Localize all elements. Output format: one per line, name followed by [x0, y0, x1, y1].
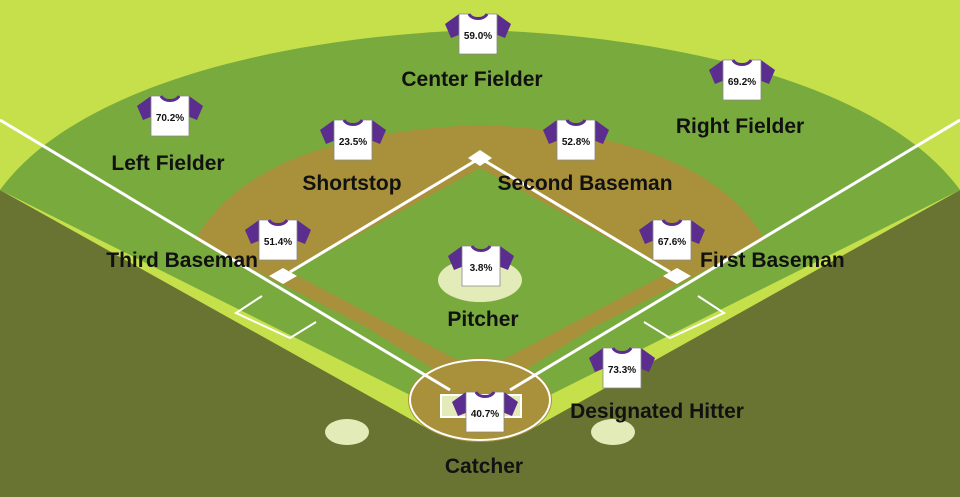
- position-label-center-fielder: Center Fielder: [401, 68, 542, 91]
- jersey-left-sleeve: [245, 220, 261, 244]
- position-label-pitcher: Pitcher: [447, 308, 518, 331]
- jersey-collar: [661, 219, 683, 226]
- jersey-left-sleeve: [589, 348, 605, 372]
- percent-label: 59.0%: [464, 31, 492, 42]
- jersey-right-sleeve: [295, 220, 311, 244]
- percent-label: 52.8%: [562, 137, 590, 148]
- first-base: [663, 268, 691, 284]
- position-label-left-fielder: Left Fielder: [111, 152, 224, 175]
- on-deck-circle-left: [325, 419, 369, 445]
- jersey-right-sleeve: [498, 246, 514, 270]
- jersey-right-sleeve: [495, 14, 511, 38]
- line-third-to-second: [289, 156, 481, 274]
- position-label-first-baseman: First Baseman: [700, 249, 845, 272]
- jersey-second-baseman: 52.8%: [543, 119, 609, 161]
- baseline-right: [472, 270, 685, 392]
- left-foul-line: [0, 118, 451, 392]
- jersey-collar: [611, 347, 633, 354]
- home-plate-circle: [409, 359, 551, 441]
- percent-label: 73.3%: [608, 365, 636, 376]
- jersey-collar: [565, 119, 587, 126]
- jersey-center-fielder: 59.0%: [445, 13, 511, 55]
- percent-label: 23.5%: [339, 137, 367, 148]
- jersey-left-sleeve: [452, 392, 468, 416]
- jersey-right-sleeve: [502, 392, 518, 416]
- jersey-right-sleeve: [689, 220, 705, 244]
- jersey-left-sleeve: [137, 96, 153, 120]
- position-label-second-baseman: Second Baseman: [497, 172, 672, 195]
- left-wall: [0, 190, 430, 497]
- baseline-left: [275, 270, 488, 392]
- position-label-shortstop: Shortstop: [302, 172, 401, 195]
- jersey-right-sleeve: [187, 96, 203, 120]
- jersey-collar: [159, 95, 181, 102]
- bottom-wall: [430, 430, 530, 497]
- jersey-first-baseman: 67.6%: [639, 219, 705, 261]
- percent-label: 67.6%: [658, 237, 686, 248]
- percent-label: 40.7%: [471, 409, 499, 420]
- jersey-shortstop: 23.5%: [320, 119, 386, 161]
- right-wall: [530, 190, 960, 497]
- on-deck-circle-right: [591, 419, 635, 445]
- right-foul-line: [509, 118, 960, 392]
- position-label-third-baseman: Third Baseman: [106, 249, 258, 272]
- percent-label: 70.2%: [156, 113, 184, 124]
- jersey-right-fielder: 69.2%: [709, 59, 775, 101]
- jersey-right-sleeve: [639, 348, 655, 372]
- jersey-collar: [470, 245, 492, 252]
- position-label-designated-hitter: Designated Hitter: [570, 400, 744, 423]
- third-coach-box: [233, 295, 317, 340]
- jersey-left-sleeve: [445, 14, 461, 38]
- jersey-collar: [474, 391, 496, 398]
- line-second-to-first: [479, 156, 671, 274]
- percent-label: 51.4%: [264, 237, 292, 248]
- jersey-designated-hitter: 73.3%: [589, 347, 655, 389]
- jersey-left-sleeve: [639, 220, 655, 244]
- jersey-right-sleeve: [593, 120, 609, 144]
- third-base: [269, 268, 297, 284]
- position-label-right-fielder: Right Fielder: [676, 115, 804, 138]
- second-base: [468, 150, 492, 166]
- jersey-collar: [467, 13, 489, 20]
- jersey-left-fielder: 70.2%: [137, 95, 203, 137]
- jersey-right-sleeve: [759, 60, 775, 84]
- percent-label: 69.2%: [728, 77, 756, 88]
- jersey-collar: [267, 219, 289, 226]
- jersey-third-baseman: 51.4%: [245, 219, 311, 261]
- jersey-collar: [731, 59, 753, 66]
- jersey-catcher: 40.7%: [452, 391, 518, 433]
- jersey-right-sleeve: [370, 120, 386, 144]
- jersey-left-sleeve: [320, 120, 336, 144]
- jersey-left-sleeve: [448, 246, 464, 270]
- jersey-collar: [342, 119, 364, 126]
- percent-label: 3.8%: [470, 263, 493, 274]
- position-label-catcher: Catcher: [445, 455, 523, 478]
- jersey-left-sleeve: [543, 120, 559, 144]
- jersey-pitcher: 3.8%: [448, 245, 514, 287]
- first-coach-box: [643, 295, 727, 340]
- jersey-left-sleeve: [709, 60, 725, 84]
